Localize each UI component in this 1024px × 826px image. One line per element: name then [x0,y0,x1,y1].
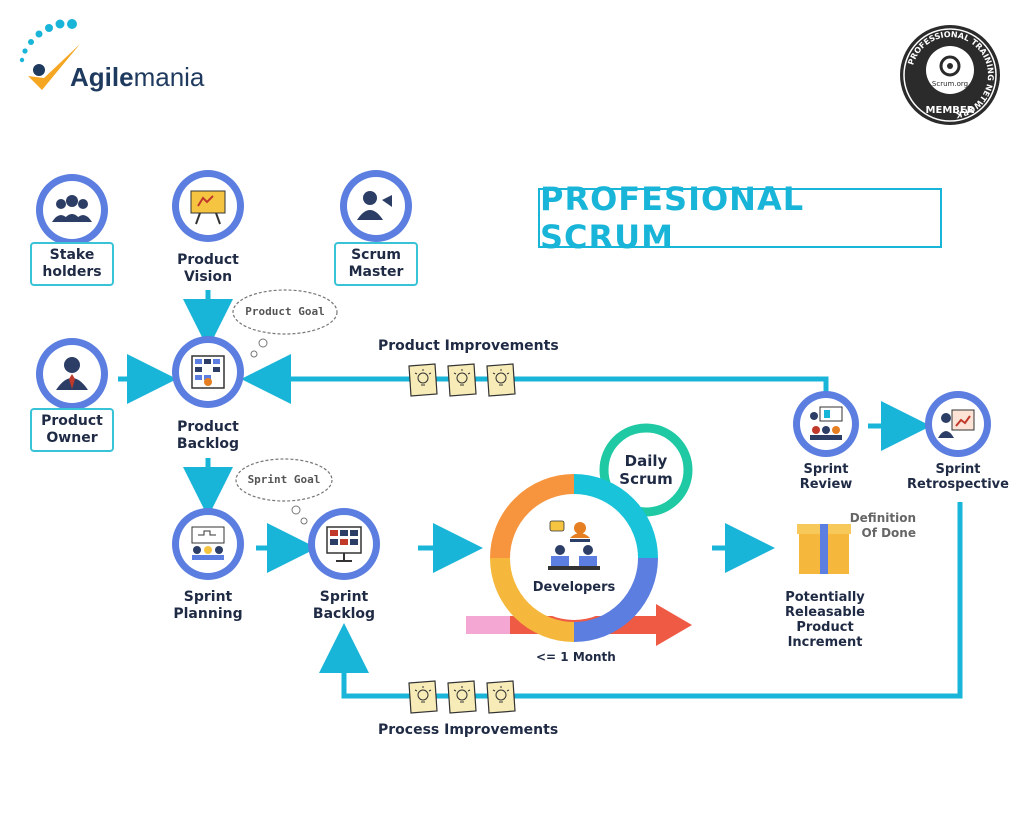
scrum-org-member-badge: PROFESSIONAL TRAINING NETWORK Scrum.org … [900,25,1000,125]
business-person-icon [36,338,108,410]
review-meeting-icon [793,391,859,457]
svg-text:MEMBER: MEMBER [926,105,975,116]
sticky-notes-top [408,363,516,397]
product-goal-text: Product Goal [245,305,325,318]
svg-text:Scrum.org: Scrum.org [932,80,968,88]
people-group-icon [36,174,108,246]
lightbulb-note-icon [486,363,516,397]
planning-meeting-icon [172,508,244,580]
sprint-goal-cloud [235,458,333,525]
arrow-process-improvements [319,502,963,699]
product-improvements-label: Product Improvements [378,338,559,354]
lightbulb-note-icon [486,680,516,714]
diagram-title: PROFESIONAL SCRUM [538,180,942,256]
daily-scrum-ring [599,423,693,517]
kanban-board-icon [172,336,244,408]
process-improvements-label: Process Improvements [378,722,559,738]
product-goal-cloud [232,289,338,358]
megaphone-person-icon [340,170,412,242]
gift-box-icon [797,524,851,574]
lightbulb-note-icon [408,363,438,397]
sticky-notes-bottom [408,680,516,714]
lightbulb-note-icon [408,680,438,714]
lightbulb-note-icon [447,363,477,397]
arrow-product-improvements [241,354,829,404]
retrospective-icon [925,391,991,457]
sprint-goal-text: Sprint Goal [247,473,321,486]
presentation-board-icon [172,170,244,242]
developers-team-icon [548,520,600,570]
lightbulb-note-icon [447,680,477,714]
agilemania-logo-icon [19,19,80,90]
brand-name: Agilemania [70,62,205,92]
sprint-cycle-ring [490,474,658,642]
sprint-duration-label: <= 1 Month [536,650,616,664]
task-board-icon [308,508,380,580]
developers-label: Developers [532,580,616,595]
